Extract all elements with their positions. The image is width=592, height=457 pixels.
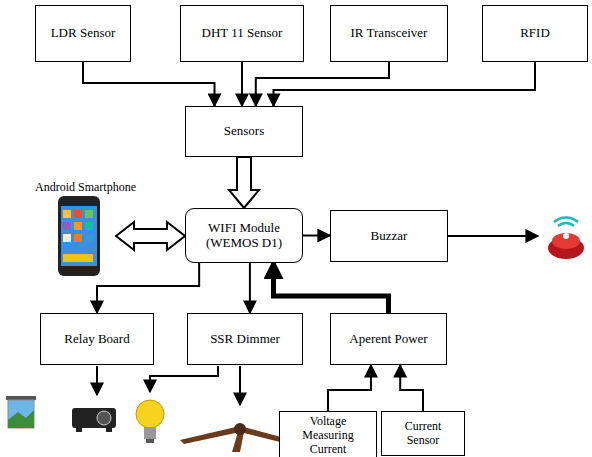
connector-arrow: [97, 263, 199, 313]
sensor-box: DHT 11 Sensor: [180, 5, 304, 62]
output-arrow: [150, 366, 218, 392]
output-arrow: [96, 366, 98, 395]
sensor-box: Voltage Measuring Current: [279, 411, 377, 457]
node-text: IR Transceiver: [351, 26, 428, 41]
sensor-box: Current Sensor: [381, 411, 465, 456]
node-text: Sensors: [224, 124, 264, 139]
block-arrow: [229, 157, 259, 208]
node-text: DHT 11 Sensor: [202, 26, 283, 41]
sensor-box: RFID: [482, 5, 588, 62]
node-text: Aperent Power: [349, 332, 427, 347]
ceiling-fan-icon: [180, 423, 292, 452]
connector-arrow: [400, 365, 423, 411]
output-box: Buzzar: [330, 210, 448, 262]
smartphone-icon: [58, 196, 100, 276]
node-text: SSR Dimmer: [210, 332, 280, 347]
bulb-icon: [136, 400, 164, 443]
module-box: WIFI Module (WEMOS D1): [185, 208, 303, 263]
node-text: Voltage Measuring Current: [285, 415, 371, 456]
connector-arrow: [328, 365, 371, 411]
alarm-icon: [548, 217, 584, 259]
connector-arrow: [249, 263, 251, 313]
output-box: SSR Dimmer: [187, 313, 303, 365]
connector-arrow: [241, 62, 243, 106]
connector-arrow: [274, 62, 536, 106]
projector-icon: [72, 408, 116, 432]
projection-screen-icon: [6, 396, 36, 428]
output-box: Relay Board: [40, 313, 154, 365]
node-text: RFID: [520, 26, 550, 41]
device-label: Android Smartphone: [34, 180, 137, 195]
node-text: Relay Board: [64, 332, 129, 347]
node-text: WIFI Module (WEMOS D1): [191, 221, 297, 251]
sensor-box: LDR Sensor: [35, 5, 131, 62]
output-arrow: [239, 366, 241, 405]
connector-arrow: [256, 62, 389, 106]
node-text: Current Sensor: [387, 420, 459, 448]
node-text: Buzzar: [371, 229, 408, 244]
process-box: Aperent Power: [330, 313, 447, 365]
sensor-box: IR Transceiver: [330, 5, 448, 62]
double-block-arrow: [116, 222, 185, 250]
connector-arrow: [274, 263, 389, 313]
output-arrow: [448, 235, 538, 237]
connector-arrow: [83, 62, 215, 106]
connector-arrow: [303, 235, 330, 237]
process-box: Sensors: [185, 106, 303, 157]
node-text: LDR Sensor: [51, 26, 116, 41]
